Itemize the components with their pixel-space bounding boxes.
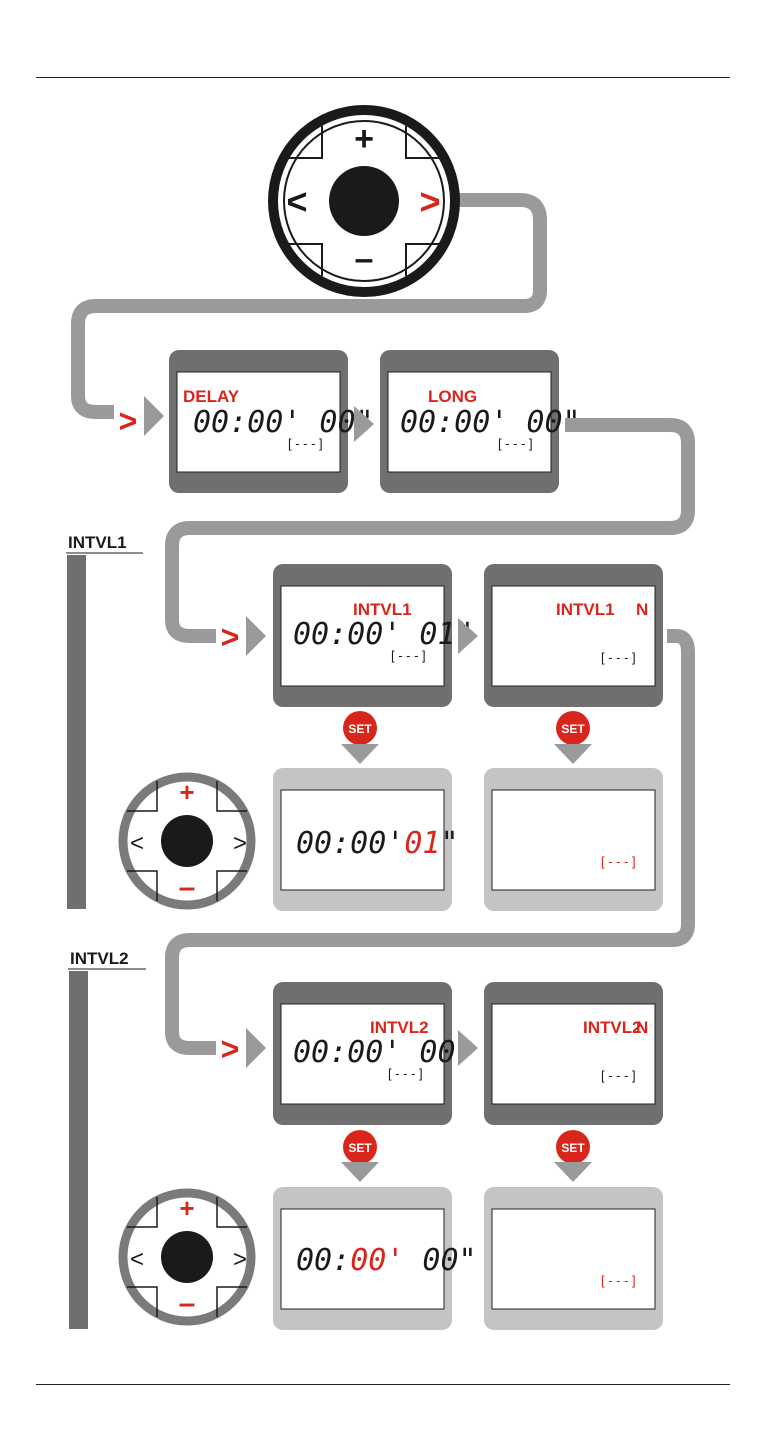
top-control-dial[interactable]: + – < > [268,105,460,297]
screen-placeholder: [ - - - ] [601,650,636,665]
screen-delay: DELAY 00:00' 00" [ - - - ] [169,350,374,493]
screen-placeholder: [ - - - ] [288,436,323,451]
screen-intvl2-edit: 00:00' 00" [273,1187,477,1330]
screen-intvl2-n-edit: [ - - - ] [484,1187,663,1330]
cursor-arrow-row3: > [221,1028,266,1068]
screen-placeholder: [ - - - ] [498,436,533,451]
cursor-red-icon: > [119,403,138,439]
screen-long: LONG 00:00' 00" [ - - - ] [380,350,581,493]
dial-right-icon[interactable]: > [233,1246,247,1273]
dial-minus-icon[interactable]: – [355,240,374,278]
dial-plus-icon[interactable]: + [354,120,374,158]
dial-minus-icon[interactable]: – [179,871,196,904]
screen-placeholder: [ - - - ] [601,1068,636,1083]
dial-minus-icon[interactable]: – [179,1287,196,1320]
section-intvl1-header: INTVL1 [66,533,143,909]
path-intvl1-to-intvl2 [165,629,695,1055]
triangle-arrow-icon [458,618,478,654]
set-label: SET [561,722,585,736]
screen-time-edit: 00:00'01" [296,826,459,861]
dial-left-icon[interactable]: < [130,830,144,857]
screen-count-n: N [636,600,648,619]
screen-placeholder: [ - - - ] [601,854,636,869]
small-control-dial-1[interactable]: + – < > [118,772,256,910]
screen-intvl2: INTVL2 00:00' 00" [ - - - ] [273,982,474,1125]
dial-left-icon[interactable]: < [130,1246,144,1273]
dial-right-icon[interactable]: > [233,830,247,857]
screen-label: INTVL2 [370,1018,429,1037]
screen-intvl2-n: INTVL2 N [ - - - ] [484,982,663,1125]
triangle-arrow-icon [246,1028,266,1068]
dial-plus-icon[interactable]: + [179,1193,194,1223]
dial-right-icon[interactable]: > [419,181,440,222]
dial-center-button[interactable] [329,166,399,236]
section-title: INTVL1 [68,533,127,552]
screen-time: 00:00' 00" [293,1035,474,1070]
dial-center-button[interactable] [161,815,213,867]
connector-paths [71,193,695,1055]
set-button-intvl1[interactable]: SET [341,711,379,764]
top-rule [36,77,730,78]
screen-label: DELAY [183,387,240,406]
set-label: SET [348,1141,372,1155]
path-long-to-intvl1 [165,418,695,643]
screen-intvl1-n-edit: [ - - - ] [484,768,663,911]
path-dial-to-delay [71,193,547,419]
down-arrow-icon [341,1162,379,1182]
set-button-intvl2[interactable]: SET [341,1130,379,1182]
section-bar [67,555,86,909]
screen-time: 00:00' 00" [193,405,374,440]
dial-left-icon[interactable]: < [286,181,307,222]
set-label: SET [348,722,372,736]
down-arrow-icon [554,744,592,764]
dial-center-button[interactable] [161,1231,213,1283]
cursor-arrow-row1: > [119,396,164,439]
screen-time-edit: 00:00' 00" [296,1243,477,1278]
set-label: SET [561,1141,585,1155]
screen-placeholder: [ - - - ] [388,1066,423,1081]
cursor-red-icon: > [221,619,240,655]
section-title: INTVL2 [70,949,129,968]
screen-label: INTVL2 [583,1018,642,1037]
down-arrow-icon [554,1162,592,1182]
cursor-red-icon: > [221,1031,240,1067]
small-control-dial-2[interactable]: + – < > [118,1188,256,1326]
triangle-arrow-icon [458,1030,478,1066]
screen-time: 00:00' 00" [400,405,581,440]
triangle-arrow-icon [246,616,266,656]
screen-intvl1-edit: 00:00'01" [273,768,459,911]
down-arrow-icon [341,744,379,764]
section-intvl2-header: INTVL2 [68,949,146,1329]
screen-placeholder: [ - - - ] [601,1273,636,1288]
screen-label: INTVL1 [556,600,615,619]
bottom-rule [36,1384,730,1385]
screen-label: INTVL1 [353,600,412,619]
dial-plus-icon[interactable]: + [179,777,194,807]
screen-count-n: N [636,1018,648,1037]
set-button-intvl2-n[interactable]: SET [554,1130,592,1182]
screen-intvl1: INTVL1 00:00' 01" [ - - - ] [273,564,474,707]
cursor-arrow-row2: > [221,616,266,656]
screen-label: LONG [428,387,477,406]
triangle-arrow-icon [354,406,374,442]
screen-placeholder: [ - - - ] [391,648,426,663]
screen-time: 00:00' 01" [293,617,474,652]
screen-intvl1-n: INTVL1 N [ - - - ] [484,564,663,707]
section-bar [69,971,88,1329]
set-button-intvl1-n[interactable]: SET [554,711,592,764]
triangle-arrow-icon [144,396,164,436]
